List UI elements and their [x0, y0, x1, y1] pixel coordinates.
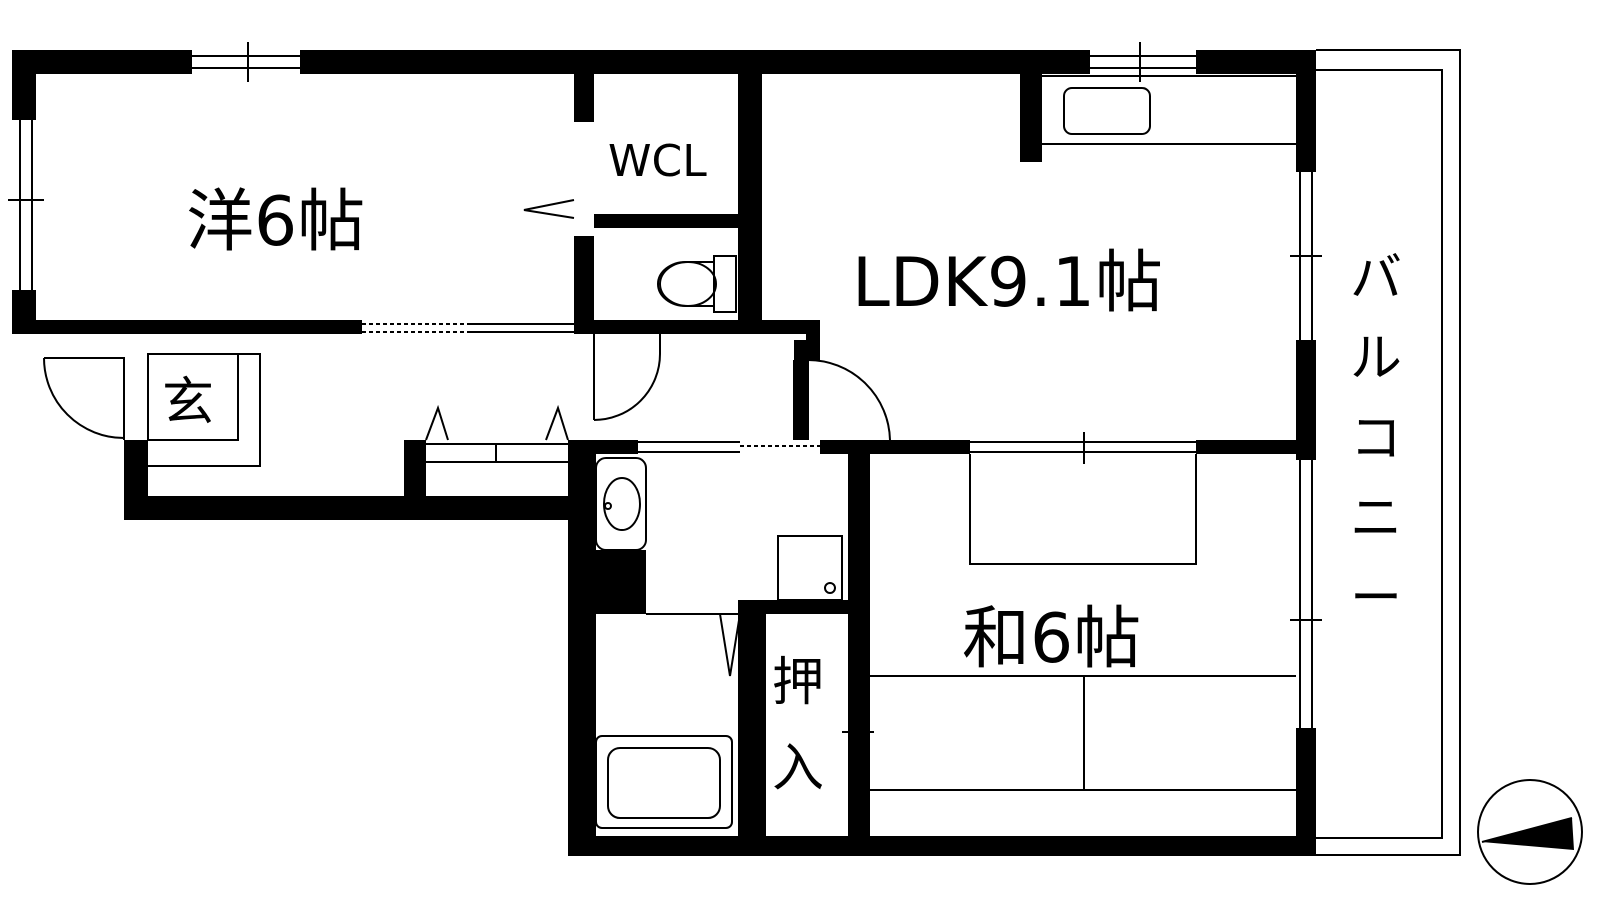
washer-pan	[777, 535, 843, 601]
japanese-room-label: 和6帖	[962, 600, 1141, 679]
entrance-step	[147, 353, 261, 467]
wash-basin	[595, 457, 647, 551]
entrance-label: 玄	[162, 373, 214, 433]
wcl-label: WCL	[608, 136, 707, 187]
windows	[8, 42, 1322, 836]
closet-label-bottom: 入	[772, 739, 824, 799]
balcony-label: バ ル コ ニ ー	[1350, 249, 1402, 629]
toilet-tank	[713, 255, 737, 313]
balcony-outline	[1316, 49, 1461, 856]
north-arrow-icon	[1477, 779, 1583, 885]
ldk-label: LDK9.1帖	[852, 244, 1163, 323]
walls	[12, 50, 1316, 856]
toilet-bowl	[657, 261, 714, 307]
closet-label-top: 押	[772, 653, 824, 713]
kitchen-sink	[1063, 87, 1151, 135]
balcony-char: ニ	[1350, 489, 1402, 549]
western-room-label: 洋6帖	[186, 183, 365, 262]
doors	[43, 199, 891, 677]
balcony-char: バ	[1350, 249, 1402, 309]
balcony-char: ー	[1350, 569, 1402, 629]
fixtures	[595, 75, 1296, 829]
balcony-char: コ	[1350, 409, 1402, 469]
bathtub	[595, 735, 733, 829]
balcony-char: ル	[1350, 329, 1402, 389]
